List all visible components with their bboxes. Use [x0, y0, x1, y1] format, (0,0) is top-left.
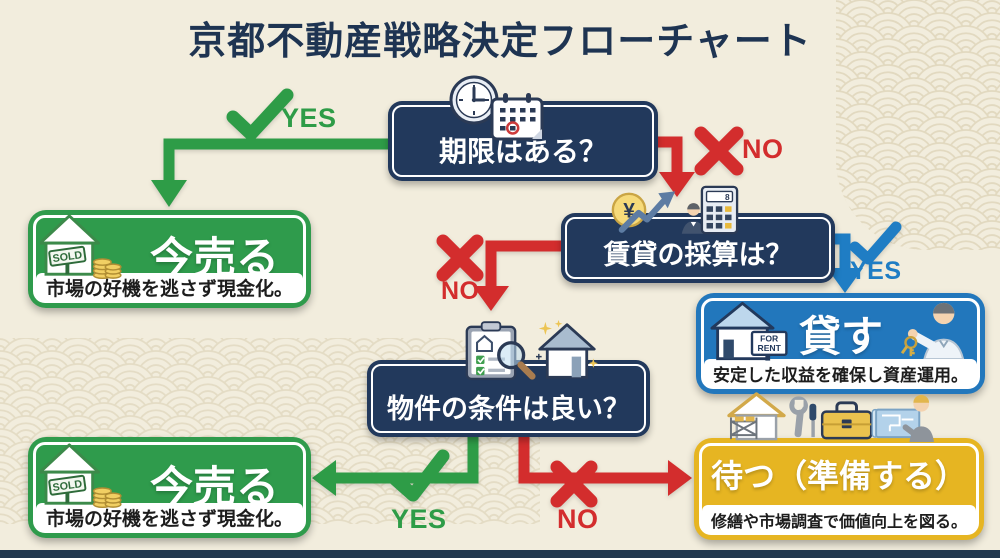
sparkle-house-icon [536, 320, 598, 379]
rental-icons: ¥ 8 [604, 183, 744, 238]
outcome-wait: 待つ（準備する） 修繕や市場調査で価値向上を図る。 [694, 438, 984, 540]
decision-deadline-label: 期限はある？ [438, 136, 607, 167]
outcome-desc-text: 市場の好機を逃さず現金化。 [45, 279, 293, 300]
calc-display-text: 8 [725, 192, 730, 202]
connector-condition-no [518, 428, 692, 508]
outcome-desc: 市場の好機を逃さず現金化。 [36, 273, 303, 302]
house-for-rent-icon: FOR RENT [710, 301, 788, 361]
check-icon [388, 449, 450, 502]
preparation-tools-icon [727, 392, 934, 443]
landlord-with-keys-icon [900, 302, 965, 359]
magnifier-icon [497, 341, 536, 380]
outcome-sell-now-bottom: SOLD 今売る 市場の好機を逃さず現金化。 [28, 437, 311, 538]
check-icon [226, 88, 294, 141]
outcome-desc-text: 修繕や市場調査で価値向上を図る。 [710, 513, 967, 531]
outcome-sell-now-top: SOLD 今売る 市場の好機を逃さず現金化。 [28, 210, 311, 308]
branch-label-no-deadline: NO [742, 134, 784, 164]
outcome-desc: 安定した収益を確保し資産運用。 [704, 359, 977, 388]
calculator-icon: 8 [700, 185, 739, 235]
outcome-rent: FOR RENT 貸す 安定した収益を確保し資産運用。 [696, 293, 985, 394]
outcome-title: 貸す [798, 313, 883, 360]
clock-icon [449, 75, 499, 125]
connector-rental-no [436, 234, 564, 311]
cross-icon [436, 234, 484, 282]
page-title: 京都不動産戦略決定フローチャート [188, 21, 812, 63]
outcome-desc: 市場の好機を逃さず現金化。 [36, 503, 303, 532]
decision-rental-label: 賃貸の採算は？ [603, 240, 793, 270]
decision-condition-label: 物件の条件は良い？ [387, 394, 630, 424]
deadline-icons [428, 70, 558, 142]
trend-arrow-icon [618, 191, 676, 233]
condition-icons [460, 316, 605, 386]
outcome-desc-text: 安定した収益を確保し資産運用。 [713, 366, 968, 385]
decision-rental: 賃貸の採算は？ [561, 213, 835, 283]
sold-sign-text: SOLD [52, 478, 83, 494]
outcome-desc-text: 市場の好機を逃さず現金化。 [45, 509, 293, 530]
connector-deadline-no [654, 126, 744, 197]
cross-icon [550, 460, 598, 508]
cross-icon [694, 126, 744, 176]
branch-label-yes-rental: YES [850, 257, 902, 285]
for-rent-sign-line2: RENT [758, 343, 782, 353]
accountant-person-icon [681, 203, 706, 234]
branch-label-no-rental: NO [441, 277, 480, 305]
branch-label-no-condition: NO [557, 504, 599, 534]
calendar-icon [490, 93, 544, 141]
outcome-desc: 修繕や市場調査で価値向上を図る。 [702, 505, 976, 534]
house-sold-icon: SOLD [40, 214, 122, 280]
branch-label-yes-deadline: YES [281, 103, 337, 133]
seigaiha-pattern-top-right [836, 0, 1000, 250]
for-rent-sign-line1: FOR [760, 334, 779, 344]
outcome-title: 待つ（準備する） [710, 458, 967, 494]
sold-sign-text: SOLD [52, 249, 83, 265]
branch-label-yes-condition: YES [391, 504, 447, 534]
connector-rental-yes [827, 221, 902, 293]
connector-deadline-yes [151, 88, 390, 207]
check-icon [849, 221, 902, 265]
house-sold-icon: SOLD [40, 443, 122, 509]
bottom-accent-bar [0, 550, 1000, 558]
connector-condition-yes [312, 428, 479, 502]
